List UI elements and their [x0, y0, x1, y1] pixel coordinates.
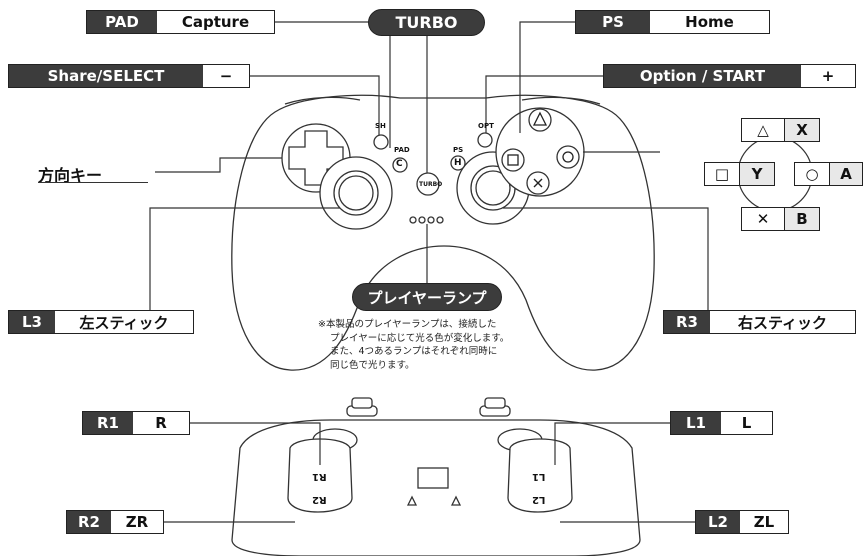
player-lamp-pill: プレイヤーランプ [352, 283, 502, 311]
l3-tag: L3 [9, 311, 55, 333]
pad-mark: PAD [394, 146, 410, 154]
r2-tag: R2 [67, 511, 111, 533]
r-text: R [155, 414, 167, 432]
l1-emboss: L1 [532, 471, 546, 482]
c-button-label: C [396, 159, 403, 169]
l2-tag: L2 [696, 511, 740, 533]
left-stick-text: 左スティック [79, 313, 169, 332]
ps-home-label: PS Home [575, 10, 770, 34]
circle-symbol-box: ○ [794, 162, 830, 186]
l2-label: L2 ZL [695, 510, 789, 534]
note-line-1: ※本製品のプレイヤーランプは、接続した [318, 319, 497, 330]
controller-front [231, 94, 655, 371]
cross-b-label: B [784, 207, 820, 231]
home-text: Home [685, 13, 734, 31]
ps-mark: PS [453, 146, 464, 154]
right-stick-text: 右スティック [737, 313, 828, 332]
player-lamp-note: ※本製品のプレイヤーランプは、接続した プレイヤーに応じて光る色が変化します。 … [318, 318, 538, 372]
plus-text: + [821, 67, 835, 85]
minus-text: − [219, 67, 233, 85]
controller-top [231, 397, 641, 556]
note-line-4: 同じ色で光ります。 [330, 359, 415, 371]
r2-emboss: R2 [312, 494, 327, 505]
square-y-label: Y [739, 162, 775, 186]
l3-label: L3 左スティック [8, 310, 194, 334]
r3-tag: R3 [664, 311, 710, 333]
share-select-label: Share/SELECT − [8, 64, 250, 88]
square-symbol-box: □ [704, 162, 740, 186]
zl-text: ZL [753, 513, 775, 531]
circle-a-label: A [829, 162, 863, 186]
capture-text: Capture [181, 13, 250, 31]
note-line-2: プレイヤーに応じて光る色が変化します。 [330, 332, 510, 344]
r1-label: R1 R [82, 411, 190, 435]
cross-symbol-box: ✕ [741, 207, 785, 231]
pad-capture-label: PAD Capture [86, 10, 275, 34]
l2-emboss: L2 [532, 494, 546, 505]
ps-tag: PS [576, 11, 650, 33]
pad-tag: PAD [87, 11, 157, 33]
zr-text: ZR [125, 513, 149, 531]
leader-lines [149, 21, 709, 523]
option-start-tag: Option / START [604, 65, 801, 87]
sh-mark: SH [375, 122, 386, 130]
note-line-3: また、4つあるランプはそれぞれ同時に [330, 346, 498, 357]
l1-tag: L1 [671, 412, 721, 434]
r3-label: R3 右スティック [663, 310, 856, 334]
triangle-symbol-box: △ [741, 118, 785, 142]
l-text: L [741, 414, 752, 432]
r1-emboss: R1 [312, 471, 327, 482]
turbo-pill: TURBO [368, 9, 485, 36]
turbo-button-label: TURBO [419, 181, 443, 188]
face-button-glyphs [507, 111, 574, 188]
h-button-label: H [454, 158, 462, 168]
triangle-x-label: X [784, 118, 820, 142]
l1-label: L1 L [670, 411, 773, 435]
opt-mark: OPT [478, 122, 494, 130]
share-select-tag: Share/SELECT [9, 65, 203, 87]
option-start-label: Option / START + [603, 64, 856, 88]
r1-tag: R1 [83, 412, 133, 434]
dpad-underline [38, 182, 148, 183]
r2-label: R2 ZR [66, 510, 164, 534]
dpad-label: 方向キー [38, 166, 103, 185]
